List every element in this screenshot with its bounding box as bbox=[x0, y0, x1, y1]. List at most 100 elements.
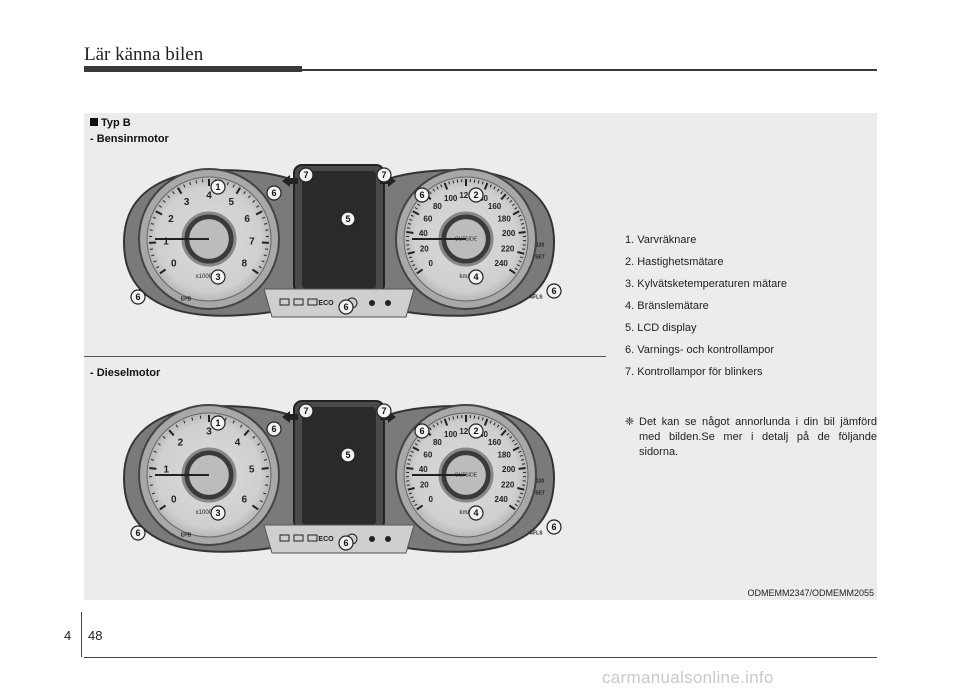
callout-number: 5 bbox=[345, 450, 350, 460]
callout-marker bbox=[376, 167, 392, 183]
callout-marker bbox=[210, 505, 226, 521]
speed-tick bbox=[414, 207, 418, 210]
speed-tick bbox=[406, 463, 411, 465]
speed-tick bbox=[440, 184, 443, 188]
speed-tick bbox=[410, 214, 414, 217]
lcd-screen bbox=[302, 171, 376, 289]
speed-tick bbox=[436, 186, 439, 190]
callout-marker bbox=[468, 269, 484, 285]
tach-tick bbox=[243, 429, 250, 437]
speed-tick bbox=[506, 196, 510, 200]
speed-scale-number: 220 bbox=[501, 481, 515, 490]
callout-number: 6 bbox=[551, 522, 556, 532]
speed-tick bbox=[521, 227, 526, 229]
speed-tick bbox=[432, 424, 436, 428]
tach-tick bbox=[155, 500, 159, 503]
speed-tick bbox=[518, 467, 526, 470]
tach-scale-number: 8 bbox=[241, 258, 247, 269]
tach-tick bbox=[167, 195, 170, 199]
speed-tick bbox=[412, 500, 416, 503]
tach-tick bbox=[183, 420, 186, 424]
tach-tick bbox=[195, 180, 198, 184]
speed-tick bbox=[416, 268, 424, 275]
speed-tick bbox=[521, 463, 526, 465]
speed-tick bbox=[407, 222, 412, 225]
tach-tick bbox=[183, 184, 186, 188]
callout-number: 6 bbox=[135, 292, 140, 302]
speed-tick bbox=[432, 188, 436, 192]
legend-item: 5. LCD display bbox=[625, 322, 697, 334]
tach-tick bbox=[248, 195, 251, 199]
speed-set-label: 120 bbox=[536, 242, 545, 248]
speed-tick bbox=[440, 420, 443, 424]
callout-number: 5 bbox=[345, 214, 350, 224]
callout-number: 7 bbox=[381, 406, 386, 416]
lcd-screen bbox=[302, 407, 376, 525]
tach-tick bbox=[265, 484, 269, 486]
speed-scale-number: 100 bbox=[444, 430, 458, 439]
speed-tick bbox=[519, 492, 524, 495]
tach-tick bbox=[162, 200, 166, 203]
afls-label: AFLS bbox=[529, 530, 543, 536]
speed-tick bbox=[517, 251, 525, 255]
speed-tick bbox=[500, 429, 507, 437]
speed-tick bbox=[477, 180, 480, 184]
tach-scale-number: 6 bbox=[244, 214, 250, 225]
speed-scale-number: 220 bbox=[501, 245, 515, 254]
footer-rule-vertical bbox=[81, 612, 82, 657]
header-rule-thin bbox=[302, 69, 877, 71]
speed-scale-number: 20 bbox=[420, 245, 429, 254]
icon-oil-icon bbox=[279, 298, 290, 306]
callout-marker bbox=[340, 447, 356, 463]
eco-label: ECO bbox=[318, 300, 334, 307]
speed-tick bbox=[500, 191, 503, 195]
callout-marker bbox=[546, 519, 562, 535]
speed-tick bbox=[516, 500, 520, 503]
speed-tick bbox=[407, 251, 415, 255]
callout-marker bbox=[266, 185, 282, 201]
callout-number: 4 bbox=[473, 272, 478, 282]
callout-marker bbox=[210, 415, 226, 431]
epb-label: EPB bbox=[181, 532, 192, 538]
tach-tick bbox=[150, 458, 155, 461]
note: ❈ Det kan se något annorlunda i din bil … bbox=[625, 415, 877, 460]
tach-tick bbox=[149, 248, 153, 250]
speed-tick bbox=[410, 450, 414, 453]
set-label: SET bbox=[535, 254, 545, 260]
callout-number: 6 bbox=[271, 188, 276, 198]
speed-tick bbox=[511, 439, 515, 443]
tach-tick bbox=[226, 182, 229, 186]
speed-tick bbox=[518, 214, 522, 217]
speed-tick bbox=[489, 420, 492, 424]
tach-tick bbox=[159, 268, 167, 275]
speed-tick bbox=[483, 182, 489, 190]
icon-battery-icon bbox=[293, 534, 304, 542]
tach-tick bbox=[149, 467, 157, 470]
tach-tick bbox=[263, 458, 268, 461]
tach-tick bbox=[158, 205, 162, 208]
turn-left-arrow-icon bbox=[282, 175, 298, 187]
speed-scale-number: 60 bbox=[423, 214, 432, 223]
watermark: carmanualsonline.info bbox=[602, 668, 774, 687]
tach-tick bbox=[232, 420, 235, 424]
speed-scale-number: 180 bbox=[497, 214, 511, 223]
legend-item: 4. Bränslemätare bbox=[625, 300, 709, 312]
callout-number: 3 bbox=[215, 508, 220, 518]
speed-tick bbox=[506, 432, 510, 436]
callout-marker bbox=[130, 525, 146, 541]
speed-tick bbox=[489, 184, 492, 188]
tach-tick bbox=[263, 222, 268, 225]
speed-scale-number: 80 bbox=[433, 438, 442, 447]
callout-number: 6 bbox=[271, 424, 276, 434]
speed-tick bbox=[481, 417, 484, 421]
speed-tick bbox=[509, 436, 513, 439]
afls-label: AFLS bbox=[529, 294, 543, 300]
outside-temp-label: OUTSIDE bbox=[455, 472, 478, 478]
speed-tick bbox=[508, 504, 516, 511]
tach-scale-number: 7 bbox=[249, 236, 255, 247]
callout-number: 1 bbox=[215, 182, 220, 192]
set-label: SET bbox=[535, 490, 545, 496]
speed-tick bbox=[519, 454, 523, 457]
speed-tick bbox=[509, 200, 513, 203]
speed-tick bbox=[412, 264, 416, 267]
